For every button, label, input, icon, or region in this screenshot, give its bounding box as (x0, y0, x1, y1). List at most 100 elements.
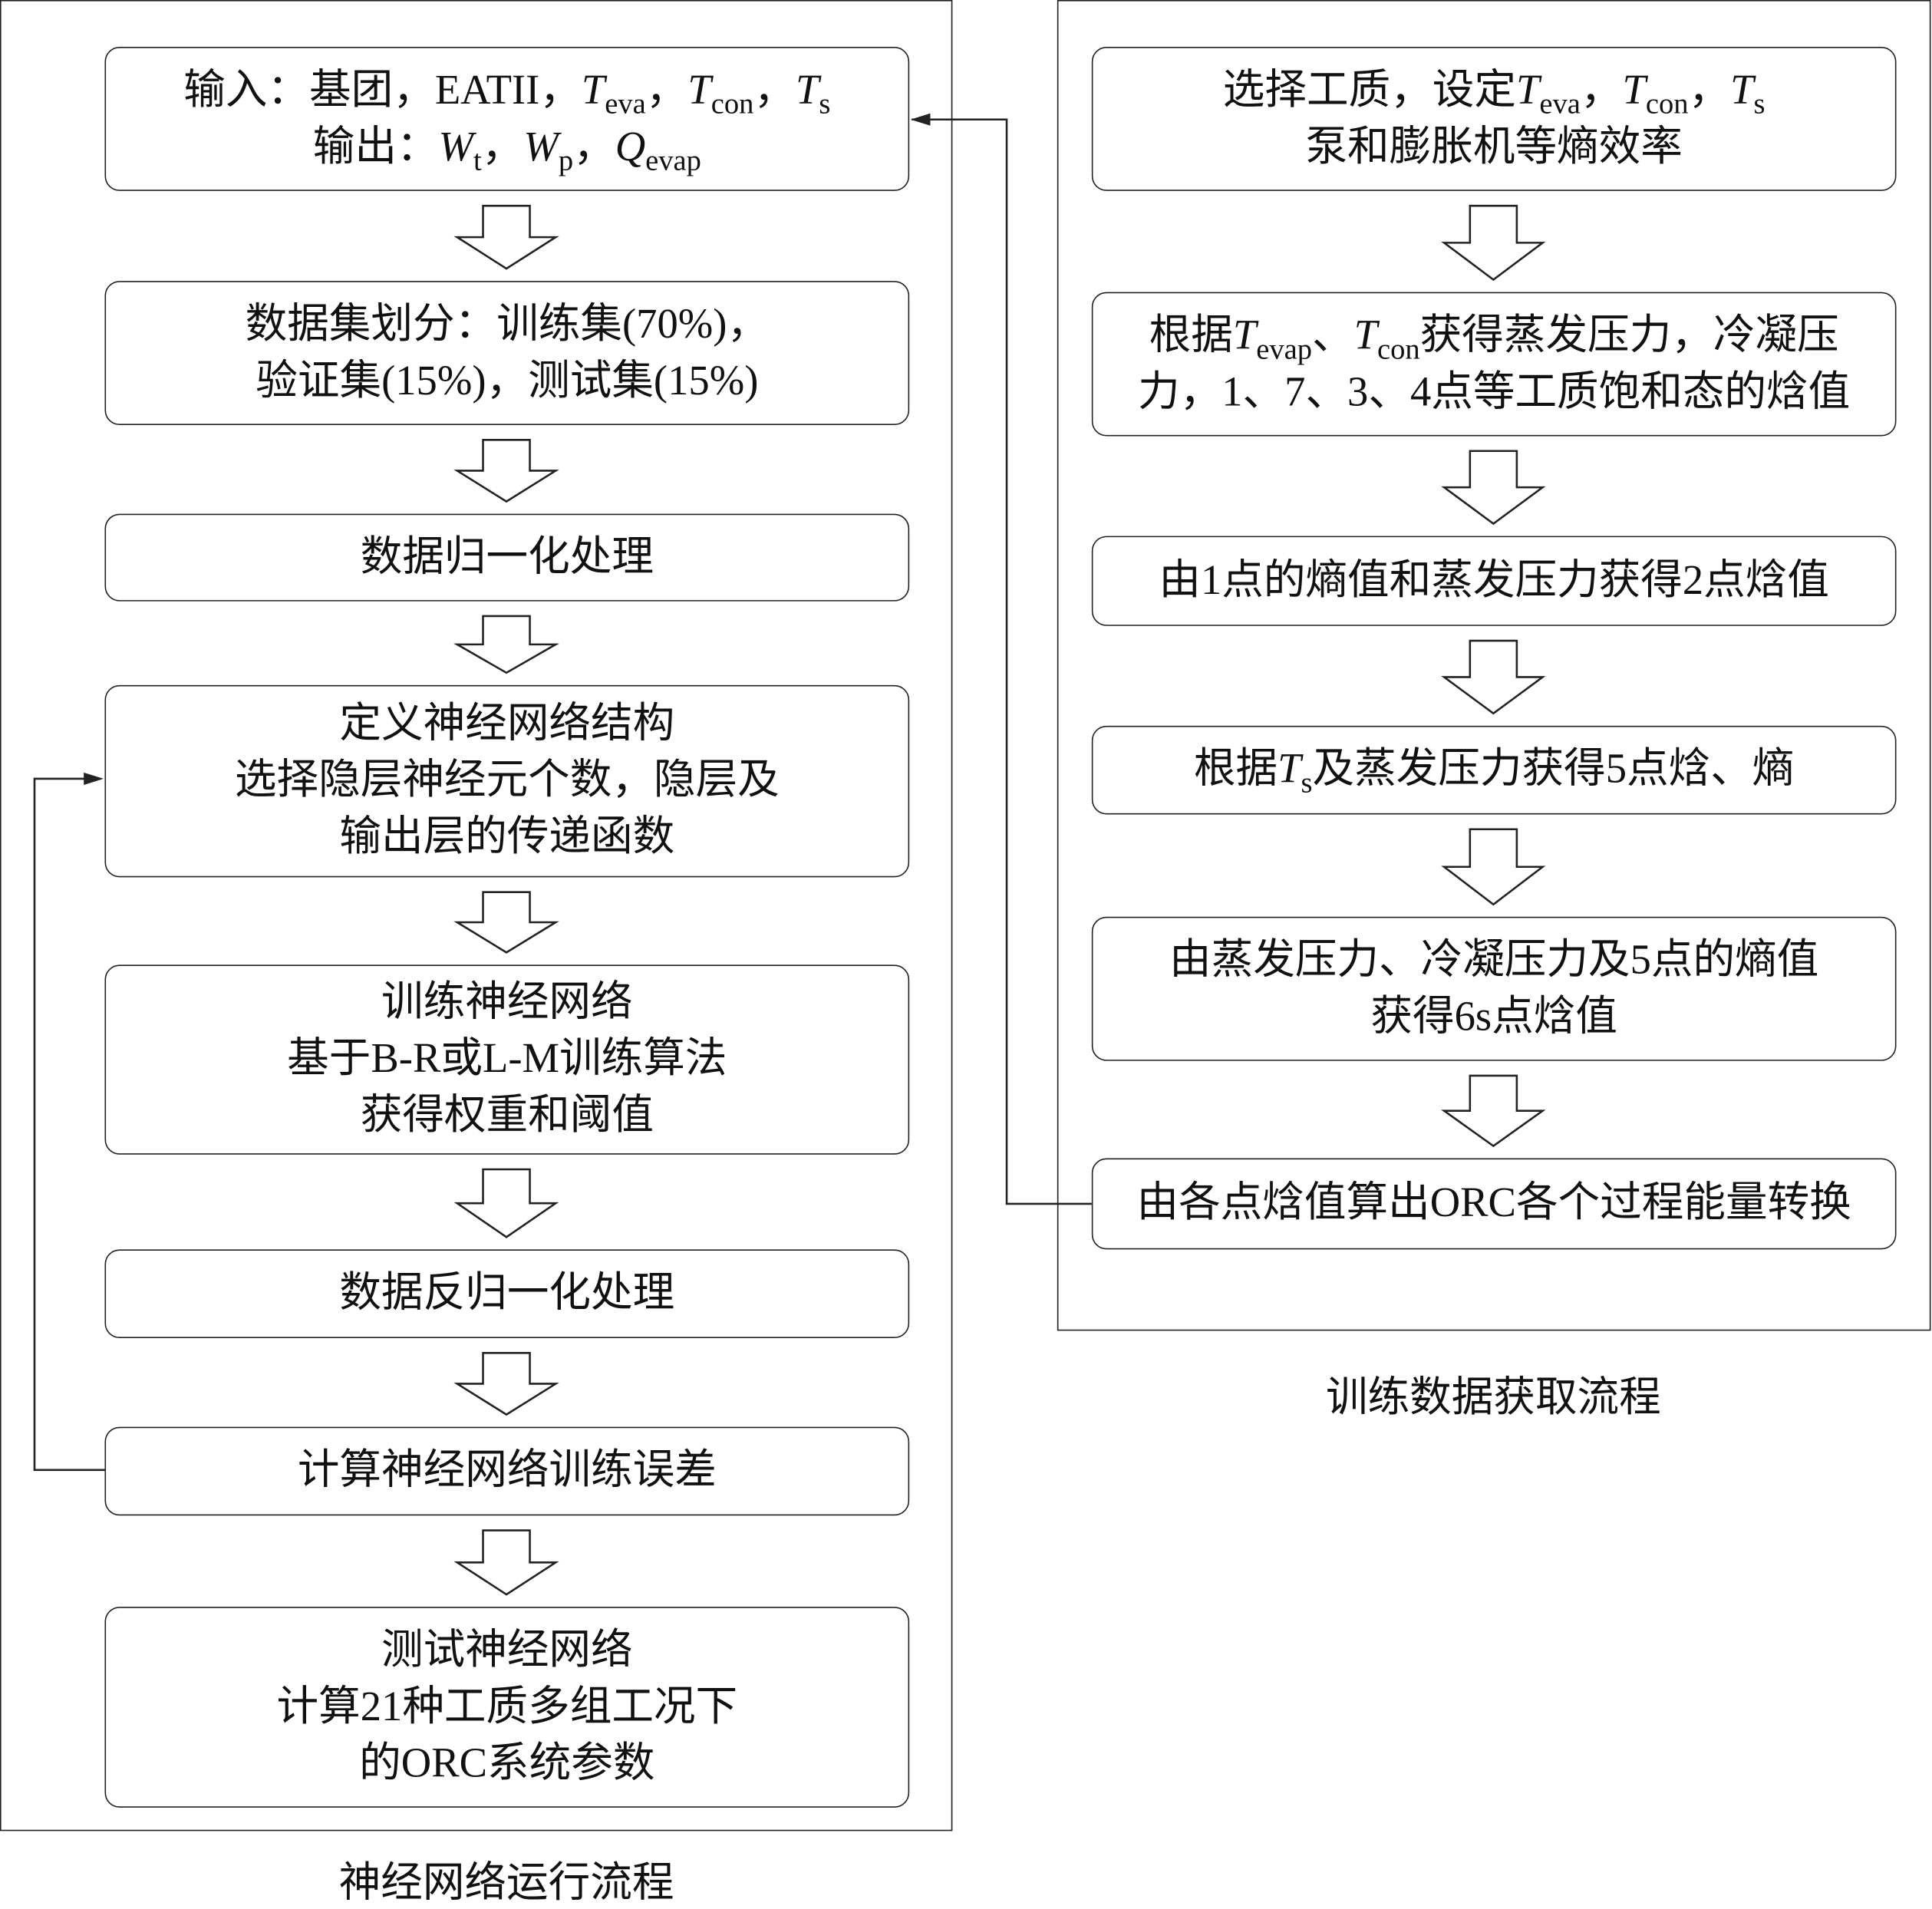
text-segment: W (523, 124, 559, 170)
box-text-line: 根据Tevap、Tcon获得蒸发压力，冷凝压 (1149, 308, 1839, 364)
text-segment: W (438, 124, 474, 170)
text-segment: 数据集划分：训练集(70%)， (245, 301, 770, 348)
text-segment: T (796, 67, 819, 113)
left-box-7: 计算神经网络训练误差 (104, 1426, 910, 1516)
subscript: con (1376, 333, 1420, 366)
box-text-line: 输出层的传递函数 (339, 809, 674, 866)
subscript: con (1645, 87, 1689, 120)
subscript: eva (1539, 87, 1581, 120)
right-frame (1057, 0, 1931, 1331)
subscript: con (710, 87, 754, 120)
text-segment: 选择工质，设定 (1222, 67, 1516, 113)
box-text-line: 获得权重和阈值 (361, 1088, 654, 1145)
right-box-5: 由蒸发压力、冷凝压力及5点的熵值获得6s点焓值 (1091, 916, 1897, 1061)
text-segment: 基于B-R或L-M训练算法 (287, 1036, 727, 1082)
box-text-line: 泵和膨胀机等熵效率 (1305, 119, 1682, 176)
down-arrow-icon (1441, 828, 1546, 906)
text-segment: 验证集(15%)，测试集(15%) (256, 358, 759, 404)
box-text-line: 验证集(15%)，测试集(15%) (256, 353, 758, 410)
down-arrow-icon (1441, 204, 1546, 282)
text-segment: T (1353, 312, 1377, 358)
left-box-4: 定义神经网络结构选择隐层神经元个数，隐层及输出层的传递函数 (104, 684, 910, 878)
down-arrow-icon (453, 615, 560, 674)
box-text-line: 的ORC系统参数 (359, 1736, 654, 1792)
subscript: s (819, 87, 831, 120)
text-segment: T (1730, 67, 1754, 113)
down-arrow-icon (1441, 1074, 1546, 1148)
left-caption: 神经网络运行流程 (338, 1860, 674, 1907)
subscript: t (473, 144, 482, 177)
text-segment: T (1622, 67, 1646, 113)
arrowhead-icon (84, 772, 104, 785)
down-arrow-icon (1441, 639, 1546, 715)
down-arrow-icon (453, 1529, 559, 1596)
box-text-line: 输入：基团，EATII，Teva，Tcon，Ts (183, 62, 830, 119)
right-box-4: 根据Ts及蒸发压力获得5点焓、熵 (1091, 725, 1897, 815)
down-arrow-icon (453, 204, 559, 270)
text-segment: ， (573, 124, 615, 170)
down-arrow-icon (453, 439, 559, 503)
box-text-line: 选择隐层神经元个数，隐层及 (235, 753, 780, 809)
box-text-line: 数据反归一化处理 (339, 1265, 674, 1322)
text-segment: 计算21种工质多组工况下 (276, 1683, 738, 1729)
box-text-line: 计算神经网络训练误差 (298, 1443, 717, 1500)
text-segment: T (687, 67, 711, 113)
left-box-3: 数据归一化处理 (104, 513, 910, 602)
down-arrow-icon (453, 1168, 559, 1238)
down-arrow-icon (453, 1351, 559, 1416)
text-segment: 泵和膨胀机等熵效率 (1305, 124, 1683, 170)
text-segment: 基团，EATII， (309, 67, 582, 113)
text-segment: ， (1688, 67, 1731, 113)
box-text-line: 由1点的熵值和蒸发压力获得2点焓值 (1159, 552, 1829, 609)
text-segment: 测试神经网络 (381, 1627, 633, 1673)
box-text-line: 定义神经网络结构 (339, 696, 674, 753)
text-segment: ， (481, 124, 524, 170)
text-segment: 及蒸发压力获得5点焓、熵 (1312, 747, 1795, 793)
subscript: evap (645, 144, 701, 177)
text-segment: ， (753, 67, 796, 113)
box-text-line: 基于B-R或L-M训练算法 (287, 1031, 727, 1088)
subscript: eva (605, 87, 646, 120)
text-segment: 计算神经网络训练误差 (297, 1447, 717, 1494)
box-text-line: 选择工质，设定Teva，Tcon，Ts (1223, 62, 1766, 119)
text-segment: 根据 (1149, 312, 1233, 358)
right-box-6: 由各点焓值算出ORC各个过程能量转换 (1091, 1158, 1897, 1250)
text-segment: T (1232, 312, 1257, 358)
text-segment: 定义神经网络结构 (339, 701, 675, 747)
left-box-6: 数据反归一化处理 (104, 1249, 910, 1339)
box-text-line: 获得6s点焓值 (1370, 989, 1617, 1046)
text-segment: ， (1580, 67, 1623, 113)
text-segment: 训练神经网络 (381, 979, 633, 1026)
text-segment: 由各点焓值算出ORC各个过程能量转换 (1136, 1180, 1851, 1226)
subscript: s (1753, 87, 1766, 120)
text-segment: 由1点的熵值和蒸发压力获得2点焓值 (1159, 557, 1829, 604)
text-segment: 数据反归一化处理 (339, 1270, 675, 1317)
text-segment: 、 (1312, 312, 1354, 358)
text-segment: 输出： (312, 124, 439, 170)
left-frame (0, 0, 953, 1832)
left-box-8: 测试神经网络计算21种工质多组工况下的ORC系统参数 (104, 1607, 910, 1808)
subscript: s (1301, 767, 1313, 800)
text-segment: 根据 (1193, 747, 1278, 793)
text-segment: 选择隐层神经元个数，隐层及 (234, 757, 780, 804)
right-box-2: 根据Tevap、Tcon获得蒸发压力，冷凝压力，1、7、3、4点等工质饱和态的焓… (1091, 292, 1897, 437)
text-segment: 输出层的传递函数 (339, 814, 675, 860)
box-text-line: 数据归一化处理 (361, 529, 654, 586)
retrain-loop-connector (33, 777, 105, 1472)
text-segment: 数据归一化处理 (360, 534, 654, 580)
box-text-line: 由蒸发压力、冷凝压力及5点的熵值 (1169, 932, 1818, 989)
box-text-line: 输出：Wt，Wp，Qevap (313, 119, 701, 176)
right-box-3: 由1点的熵值和蒸发压力获得2点焓值 (1091, 536, 1897, 626)
text-segment: 输入： (183, 67, 310, 113)
right-caption: 训练数据获取流程 (1325, 1375, 1661, 1421)
text-segment: T (1515, 67, 1540, 113)
feed-connector (912, 118, 1092, 1205)
text-segment: 获得6s点焓值 (1370, 994, 1617, 1040)
subscript: evap (1256, 333, 1313, 366)
text-segment: T (1278, 747, 1301, 793)
text-segment: 获得蒸发压力，冷凝压 (1419, 312, 1839, 358)
